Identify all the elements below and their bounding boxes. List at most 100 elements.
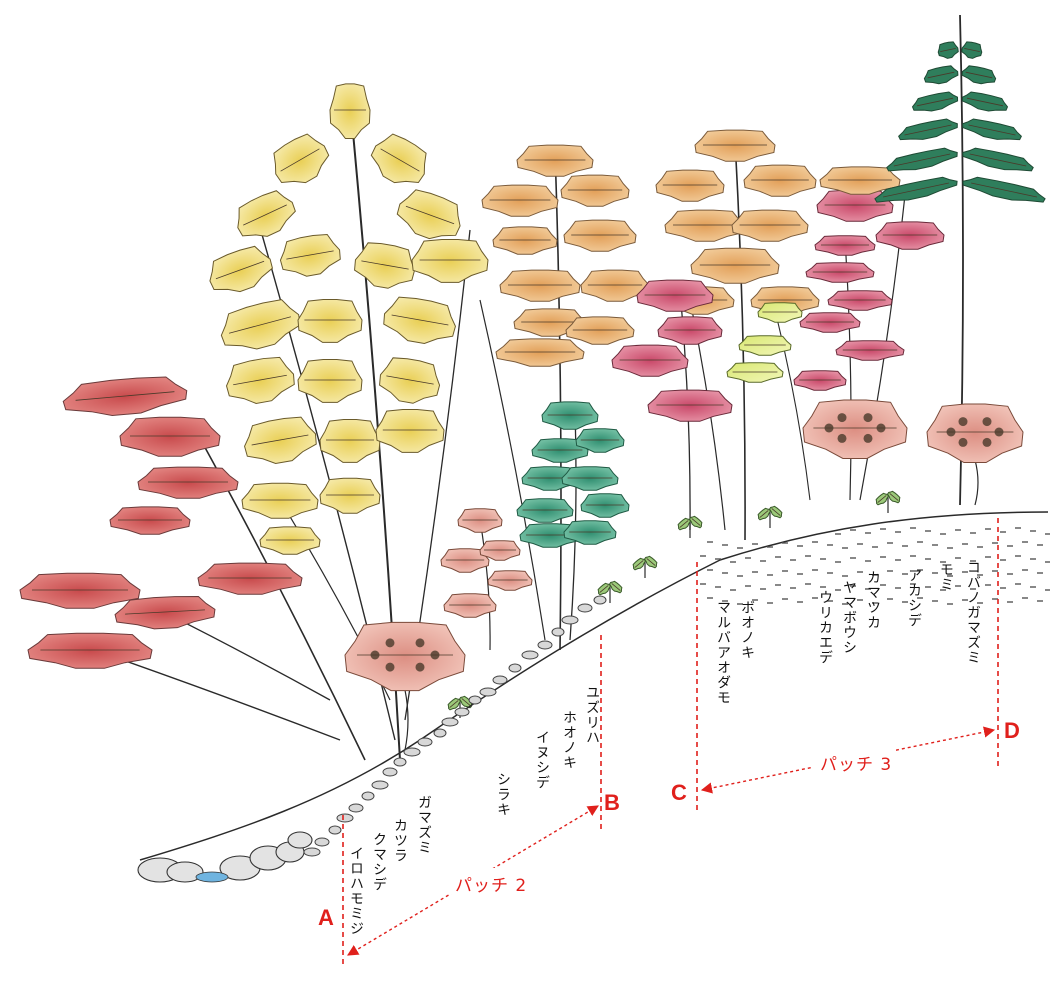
foliage-leaf: [260, 527, 320, 554]
berry-cluster: [386, 663, 395, 672]
foliage-leaf: [562, 467, 618, 490]
foliage-leaf: [320, 478, 380, 513]
foliage-leaf: [444, 594, 496, 617]
foliage-leaf: [794, 371, 846, 391]
species-label-gamazumi: ガマズミ: [417, 795, 431, 855]
pebble: [372, 781, 388, 789]
foliage-leaf: [62, 374, 189, 420]
foliage-leaf: [138, 467, 238, 498]
berry-cluster: [947, 428, 956, 437]
foliage-leaf: [695, 130, 775, 161]
pebble: [315, 838, 329, 846]
foliage-leaf: [198, 563, 302, 594]
berry-cluster: [983, 438, 992, 447]
pebble: [349, 804, 363, 812]
berry-cluster: [838, 434, 847, 443]
species-label-irohamomiji: イロハモミジ: [349, 846, 363, 936]
species-label-katsura: カツラ: [393, 818, 407, 863]
foliage-leaf: [815, 236, 875, 256]
foliage-leaf: [377, 355, 444, 408]
species-label-akashide: アカシデ: [907, 568, 921, 628]
foliage-leaf: [927, 404, 1023, 463]
tree-foliage: [20, 41, 1047, 712]
foliage-leaf: [517, 145, 593, 176]
foliage-leaf: [500, 270, 580, 301]
pebble: [362, 792, 374, 800]
stream-stones: [138, 832, 312, 882]
point-c-label: C: [671, 780, 687, 806]
foliage-leaf: [732, 210, 808, 241]
foliage-leaf: [727, 363, 783, 383]
berry-cluster: [825, 424, 834, 433]
species-label-kobanogamazumi: コバノガマズミ: [966, 560, 980, 665]
pebble: [594, 596, 606, 604]
species-label-boonoki: ボオノキ: [740, 600, 754, 660]
pebble: [337, 814, 353, 822]
berry-cluster: [877, 424, 886, 433]
foliage-leaf: [392, 185, 467, 247]
pebble: [383, 768, 397, 776]
foliage-leaf: [20, 573, 140, 608]
foliage-leaf: [230, 185, 301, 246]
foliage-leaf: [28, 633, 152, 668]
foliage-leaf: [120, 417, 220, 456]
berry-cluster: [371, 651, 380, 660]
foliage-leaf: [482, 185, 558, 216]
berry-cluster: [386, 638, 395, 647]
species-label-hoonoki: ホオノキ: [562, 710, 576, 770]
foliage-leaf: [381, 294, 459, 349]
pebble: [538, 641, 552, 649]
foliage-leaf: [266, 128, 336, 193]
berry-cluster: [959, 417, 968, 426]
foliage-leaf: [412, 240, 488, 283]
trunk-line: [555, 150, 561, 650]
foliage-leaf: [223, 354, 297, 408]
foliage-leaf: [739, 336, 791, 356]
foliage-leaf: [691, 248, 779, 283]
foliage-leaf: [612, 345, 688, 376]
foliage-leaf: [242, 483, 318, 518]
foliage-leaf: [803, 400, 907, 459]
foliage-leaf: [648, 390, 732, 421]
foliage-leaf: [744, 165, 816, 196]
berry-cluster: [864, 413, 873, 422]
pebble: [304, 848, 320, 856]
berry-cluster: [959, 438, 968, 447]
pebble: [493, 676, 507, 684]
berry-cluster: [838, 413, 847, 422]
stream-water: [196, 872, 228, 882]
species-label-momi: モミ: [939, 562, 953, 592]
foliage-leaf: [330, 84, 370, 139]
trunk-line: [975, 460, 978, 505]
pebble: [455, 708, 469, 716]
pebble: [578, 604, 592, 612]
stream-stone: [288, 832, 312, 848]
foliage-leaf: [298, 360, 362, 403]
foliage-leaf: [800, 313, 860, 333]
species-label-inushide: イヌシデ: [535, 730, 549, 790]
foliage-leaf: [806, 263, 874, 283]
foliage-leaf: [496, 339, 584, 366]
berry-cluster: [431, 651, 440, 660]
pebble: [329, 826, 341, 834]
trunk-line: [735, 140, 745, 540]
point-b-label: B: [604, 790, 620, 816]
foliage-leaf: [542, 402, 598, 429]
pebble: [434, 729, 446, 737]
berry-cluster: [864, 434, 873, 443]
pebble: [442, 718, 458, 726]
species-label-marubaaodamo: マルバアオダモ: [716, 600, 730, 705]
foliage-leaf: [365, 128, 435, 193]
species-label-urikaede: ウリカエデ: [818, 590, 832, 665]
foliage-leaf: [488, 571, 532, 591]
foliage-leaf: [345, 622, 465, 690]
pebble: [394, 758, 406, 766]
point-d-label: D: [1004, 718, 1020, 744]
foliage-leaf: [298, 300, 362, 343]
foliage-leaf: [656, 170, 724, 201]
patch-2-label: パッチ 2: [455, 871, 527, 896]
berry-cluster: [416, 663, 425, 672]
berry-cluster: [416, 638, 425, 647]
foliage-leaf: [241, 414, 319, 469]
